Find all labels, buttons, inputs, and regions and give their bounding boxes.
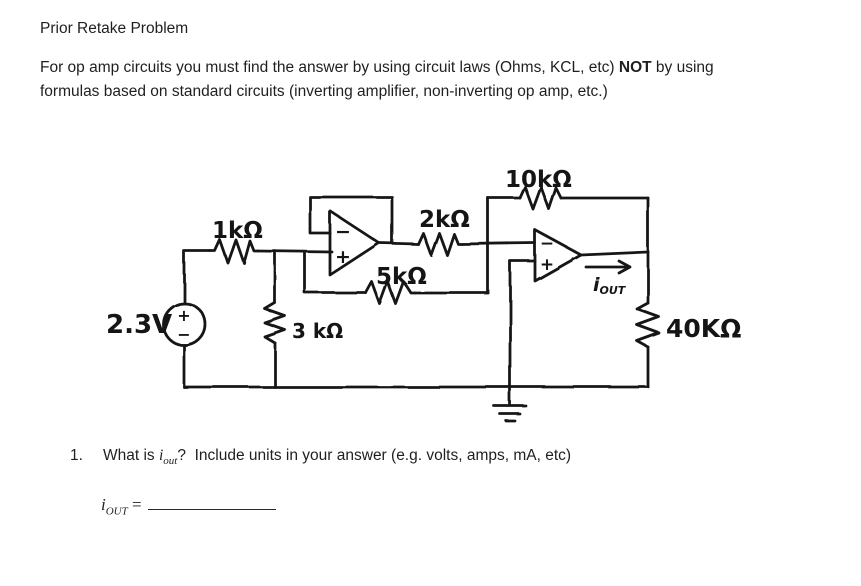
answer-equals: = [127, 495, 146, 514]
wire-to-opamp2-minus [460, 241, 537, 246]
intro-not-bold: NOT [618, 59, 652, 76]
resistor-3k-label: 3 kΩ [292, 319, 343, 343]
question-number: 1. [70, 447, 83, 464]
wire-5k-branch [303, 250, 368, 295]
resistor-5k-label: 5kΩ [376, 264, 427, 290]
iout-label: iOUT [593, 274, 627, 297]
resistor-3k-zigzag [263, 301, 287, 345]
intro-line1-post: by using [651, 59, 714, 76]
question-text: What is iout? Include units in your answ… [103, 447, 572, 468]
voltage-source-plus-sign: + [177, 306, 190, 325]
intro-paragraph: For op amp circuits you must find the an… [40, 56, 714, 104]
wire-opamp1-output [377, 241, 420, 246]
intro-line2: formulas based on standard circuits (inv… [40, 83, 608, 100]
opamp2-minus-sign: − [540, 234, 554, 254]
opamp2-plus-sign: + [540, 255, 554, 275]
ground-symbol [492, 404, 528, 423]
opamp2-triangle [533, 228, 583, 283]
resistor-40k-zigzag [635, 301, 661, 349]
voltage-source-minus-sign: − [177, 325, 190, 344]
resistor-2k-zigzag [416, 231, 464, 257]
resistor-40k-label: 40KΩ [666, 314, 741, 343]
wire-node-a [256, 249, 334, 254]
page-title: Prior Retake Problem [40, 20, 189, 37]
opamp1-plus-sign: + [335, 246, 351, 268]
voltage-source-label: 2.3V [106, 310, 172, 340]
opamp1-feedback-wire [308, 195, 394, 245]
resistor-2k-label: 2kΩ [419, 207, 470, 233]
resistor-10k-label: 10kΩ [505, 167, 572, 193]
resistor-5k-zigzag [364, 280, 417, 306]
intro-line1-pre: For op amp circuits you must find the an… [40, 59, 619, 76]
iout-arrow [584, 259, 632, 275]
wire-opamp2-output [579, 250, 650, 257]
answer-blank [147, 494, 276, 510]
wire-source-top [182, 249, 212, 305]
wire-opamp2-plus-to-ground [508, 259, 537, 406]
opamp1-triangle [328, 209, 381, 277]
question-1: 1. What is iout? Include units in your a… [70, 447, 571, 467]
resistor-1k-label: 1kΩ [212, 218, 263, 244]
resistor-1k-zigzag [208, 238, 260, 265]
answer-variable: iOUT [101, 495, 128, 518]
opamp1-minus-sign: − [335, 221, 351, 243]
answer-line: iOUT = [101, 494, 276, 517]
resistor-10k-zigzag [518, 185, 563, 211]
